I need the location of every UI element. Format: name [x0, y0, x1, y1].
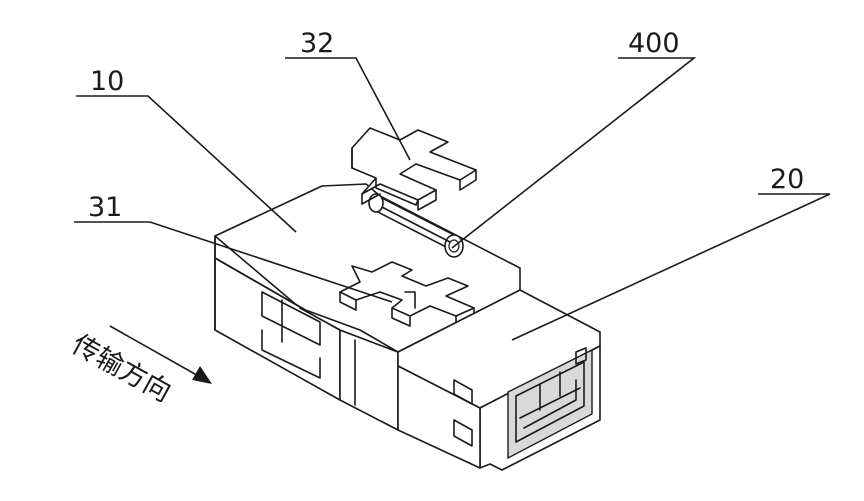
label-20: 20 [770, 164, 804, 195]
leader-400 [451, 57, 697, 249]
cross-piece-32 [351, 127, 477, 211]
direction-arrowhead-icon [192, 366, 212, 384]
direction-arrow [109, 325, 203, 379]
leader-32 [285, 57, 411, 161]
label-31: 31 [88, 192, 122, 223]
direction-indicator: 传输方向 [67, 325, 212, 408]
direction-caption: 传输方向 [67, 329, 176, 408]
leader-10 [76, 95, 297, 233]
leader-lines [74, 57, 831, 341]
leader-20 [511, 193, 831, 341]
label-32: 32 [300, 28, 334, 59]
label-10: 10 [90, 66, 124, 97]
label-400: 400 [628, 28, 680, 59]
leader-31 [74, 221, 393, 303]
part-labels: 10 32 400 20 31 [88, 28, 804, 223]
front-module-20 [397, 289, 601, 471]
housing-10 [214, 183, 521, 431]
